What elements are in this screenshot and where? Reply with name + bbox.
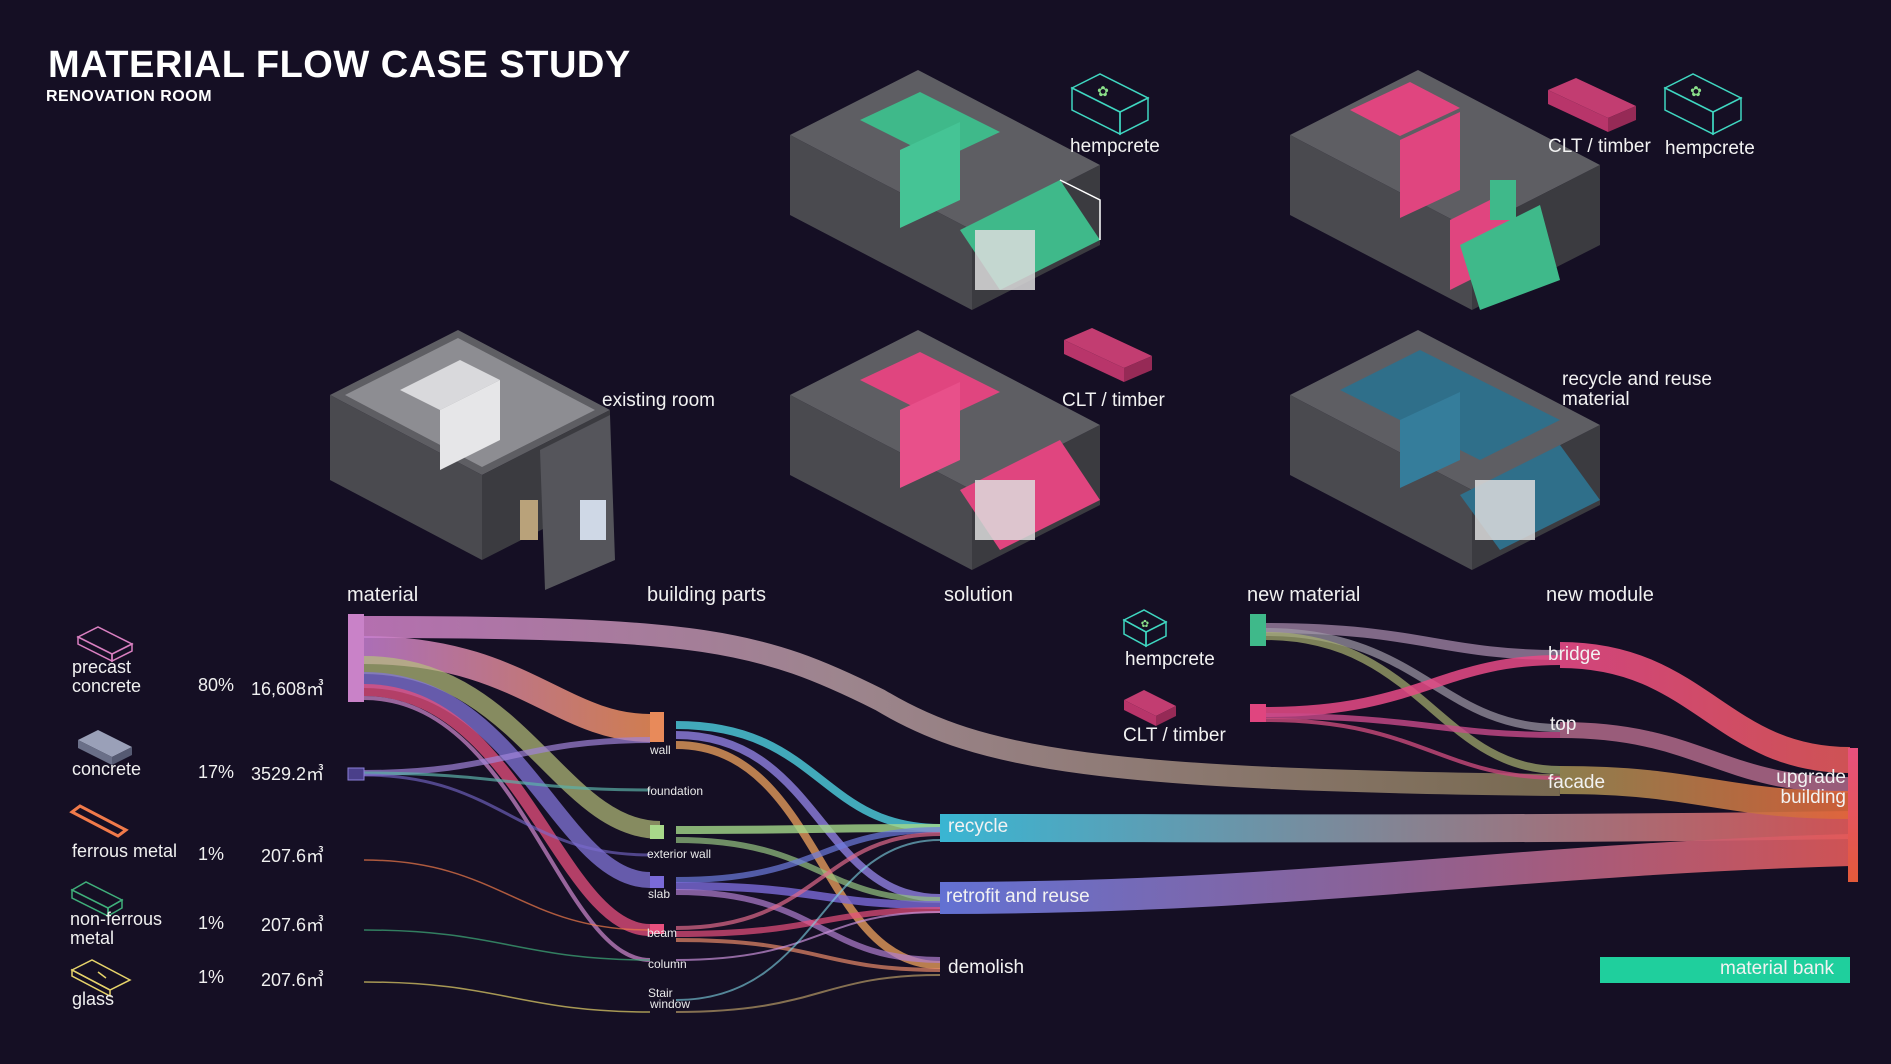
material-name: non-ferrous metal: [70, 909, 163, 948]
hempcrete-block-icon: ✿: [1070, 73, 1150, 136]
sankey-nodes: [347, 614, 1858, 983]
svg-text:✿: ✿: [1097, 83, 1109, 99]
material-name: precast concrete: [72, 657, 142, 696]
sankey-flows: [363, 616, 1851, 1013]
rebar-icon: [69, 804, 129, 838]
concrete-block-icon: [78, 730, 132, 765]
clt-timber-icon: [1064, 328, 1152, 382]
hempcrete-block-icon: ✿: [1663, 73, 1743, 136]
combo-hempcrete-label: hempcrete: [1665, 138, 1755, 159]
part-label: wall: [650, 743, 671, 757]
combo-clt-label: CLT / timber: [1548, 136, 1651, 157]
precast-slab-icon: [76, 626, 134, 663]
column-building-parts: building parts: [647, 584, 766, 606]
new-material-label: hempcrete: [1125, 649, 1215, 670]
part-label: foundation: [647, 784, 704, 798]
clt-room-illustration: [790, 330, 1100, 570]
material-volume: 3529.2㎥: [251, 764, 325, 784]
column-new-module: new module: [1546, 584, 1654, 606]
part-label: beam: [647, 926, 678, 940]
material-name: ferrous metal: [72, 841, 178, 861]
material-percent: 1%: [198, 913, 225, 933]
part-label: window: [650, 997, 691, 1011]
solution-label: retrofit and reuse: [946, 886, 1090, 907]
material-percent: 1%: [198, 967, 225, 987]
part-label: Stair: [648, 986, 673, 1000]
material-name: concrete: [72, 759, 142, 779]
clt-timber-icon: [1548, 78, 1636, 132]
part-label: slab: [648, 887, 671, 901]
module-label: top: [1550, 714, 1577, 735]
combined-room-illustration: [1290, 70, 1600, 310]
svg-text:✿: ✿: [1141, 619, 1149, 630]
solution-label: demolish: [948, 957, 1025, 978]
material-volume: 16,608㎥: [251, 679, 325, 699]
page-title: MATERIAL FLOW CASE STUDY: [48, 44, 631, 86]
hempcrete-block-icon: ✿: [1122, 609, 1168, 648]
part-label: column: [648, 957, 687, 971]
metal-bar-icon: [70, 881, 124, 918]
column-material: material: [347, 584, 419, 606]
column-solution: solution: [944, 584, 1013, 606]
svg-text:✿: ✿: [1690, 83, 1702, 99]
material-volume: 207.6㎥: [261, 970, 325, 990]
page-subtitle: RENOVATION ROOM: [46, 88, 213, 105]
existing-room-label: existing room: [602, 390, 715, 411]
module-label: facade: [1548, 772, 1606, 793]
module-label: bridge: [1548, 644, 1601, 665]
clt-timber-icon: [1124, 690, 1176, 726]
hempcrete-room-illustration: [790, 70, 1101, 310]
existing-room-illustration: [330, 330, 615, 590]
material-percent: 17%: [198, 762, 235, 782]
material-name: glass: [72, 989, 115, 1009]
clt-option-label: CLT / timber: [1062, 390, 1165, 411]
material-volume: 207.6㎥: [261, 846, 325, 866]
material-percent: 80%: [198, 675, 235, 695]
outcome-upgrade-label: upgrade building: [1776, 767, 1846, 808]
recycle-room-illustration: [1290, 330, 1600, 570]
new-material-label: CLT / timber: [1123, 725, 1226, 746]
glass-pane-icon: [70, 959, 132, 998]
recycle-option-label: recycle and reuse material: [1562, 369, 1712, 410]
material-percent: 1%: [198, 844, 225, 864]
column-new-material: new material: [1247, 584, 1361, 606]
material-volume: 207.6㎥: [261, 915, 325, 935]
hempcrete-option-label: hempcrete: [1070, 136, 1160, 157]
outcome-material-bank-label: material bank: [1720, 958, 1835, 979]
part-label: exterior wall: [647, 847, 712, 861]
solution-label: recycle: [948, 816, 1009, 837]
